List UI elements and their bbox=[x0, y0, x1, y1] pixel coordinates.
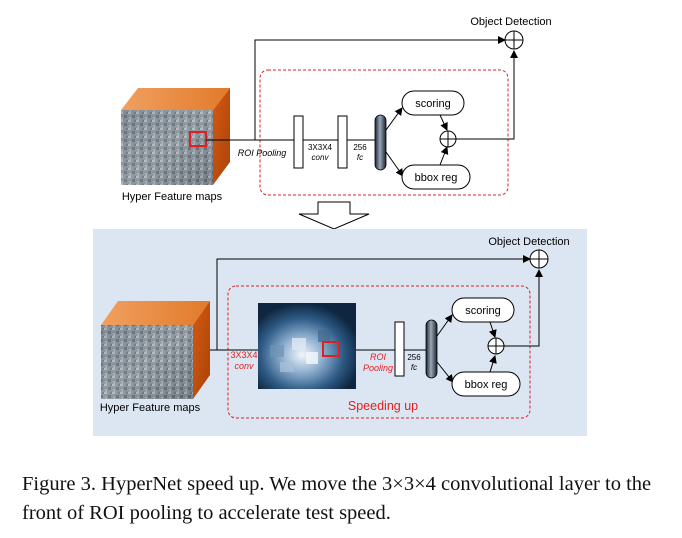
bottom-bbox-label: bbox reg bbox=[465, 379, 508, 391]
bottom-feature-cube bbox=[101, 301, 210, 399]
bottom-roi-sub: Pooling bbox=[363, 363, 393, 373]
figure-caption: Figure 3. HyperNet speed up. We move the… bbox=[22, 473, 652, 524]
top-diagram: Hyper Feature maps Object Detection ROI … bbox=[121, 16, 552, 203]
bottom-roi-box bbox=[322, 341, 340, 357]
top-skip-line bbox=[254, 36, 506, 140]
speeding-up-label: Speeding up bbox=[348, 399, 418, 413]
top-bbox-box bbox=[401, 164, 471, 190]
top-feature-label: Hyper Feature maps bbox=[122, 191, 223, 203]
top-feature-cube bbox=[121, 88, 230, 185]
bottom-fc-block bbox=[394, 321, 405, 377]
top-roi-pooling: ROI Pooling bbox=[238, 148, 287, 158]
top-scoring-label: scoring bbox=[415, 98, 450, 110]
top-module-box bbox=[259, 69, 509, 196]
bottom-object-detection: Object Detection bbox=[488, 236, 569, 248]
bottom-conv-label: 3X3X4 bbox=[230, 350, 257, 360]
top-feature-vector bbox=[374, 114, 387, 171]
bottom-fc-sub: fc bbox=[411, 363, 417, 372]
bottom-scoring-label: scoring bbox=[465, 305, 500, 317]
bottom-bbox-box bbox=[451, 371, 521, 397]
bottom-module-box bbox=[227, 285, 531, 419]
top-fc-label: 256 bbox=[353, 143, 367, 152]
bottom-feature-label: Hyper Feature maps bbox=[100, 402, 201, 414]
top-conv-block bbox=[293, 115, 304, 169]
top-fc-block bbox=[337, 115, 348, 169]
bottom-roi-label: ROI bbox=[370, 352, 387, 362]
top-object-detection: Object Detection bbox=[470, 16, 551, 28]
bottom-feature-vector bbox=[425, 319, 438, 379]
top-roi-box bbox=[189, 131, 207, 147]
transition-arrow bbox=[298, 201, 370, 230]
top-fc-sub: fc bbox=[357, 153, 363, 162]
top-conv-sub: conv bbox=[312, 153, 330, 162]
top-conv-label: 3X3X4 bbox=[308, 143, 333, 152]
bottom-scoring-box bbox=[451, 297, 515, 323]
top-scoring-box bbox=[401, 90, 465, 116]
bottom-skip-line bbox=[216, 255, 531, 350]
bottom-diagram: Hyper Feature maps Object Detection 3X3X… bbox=[100, 236, 570, 419]
top-bbox-label: bbox reg bbox=[415, 172, 458, 184]
hypernet-diagram: Hyper Feature maps Object Detection ROI … bbox=[93, 16, 587, 436]
bottom-fc-label: 256 bbox=[407, 353, 421, 362]
bottom-heatmap bbox=[258, 303, 356, 389]
bottom-conv-sub: conv bbox=[234, 361, 254, 371]
